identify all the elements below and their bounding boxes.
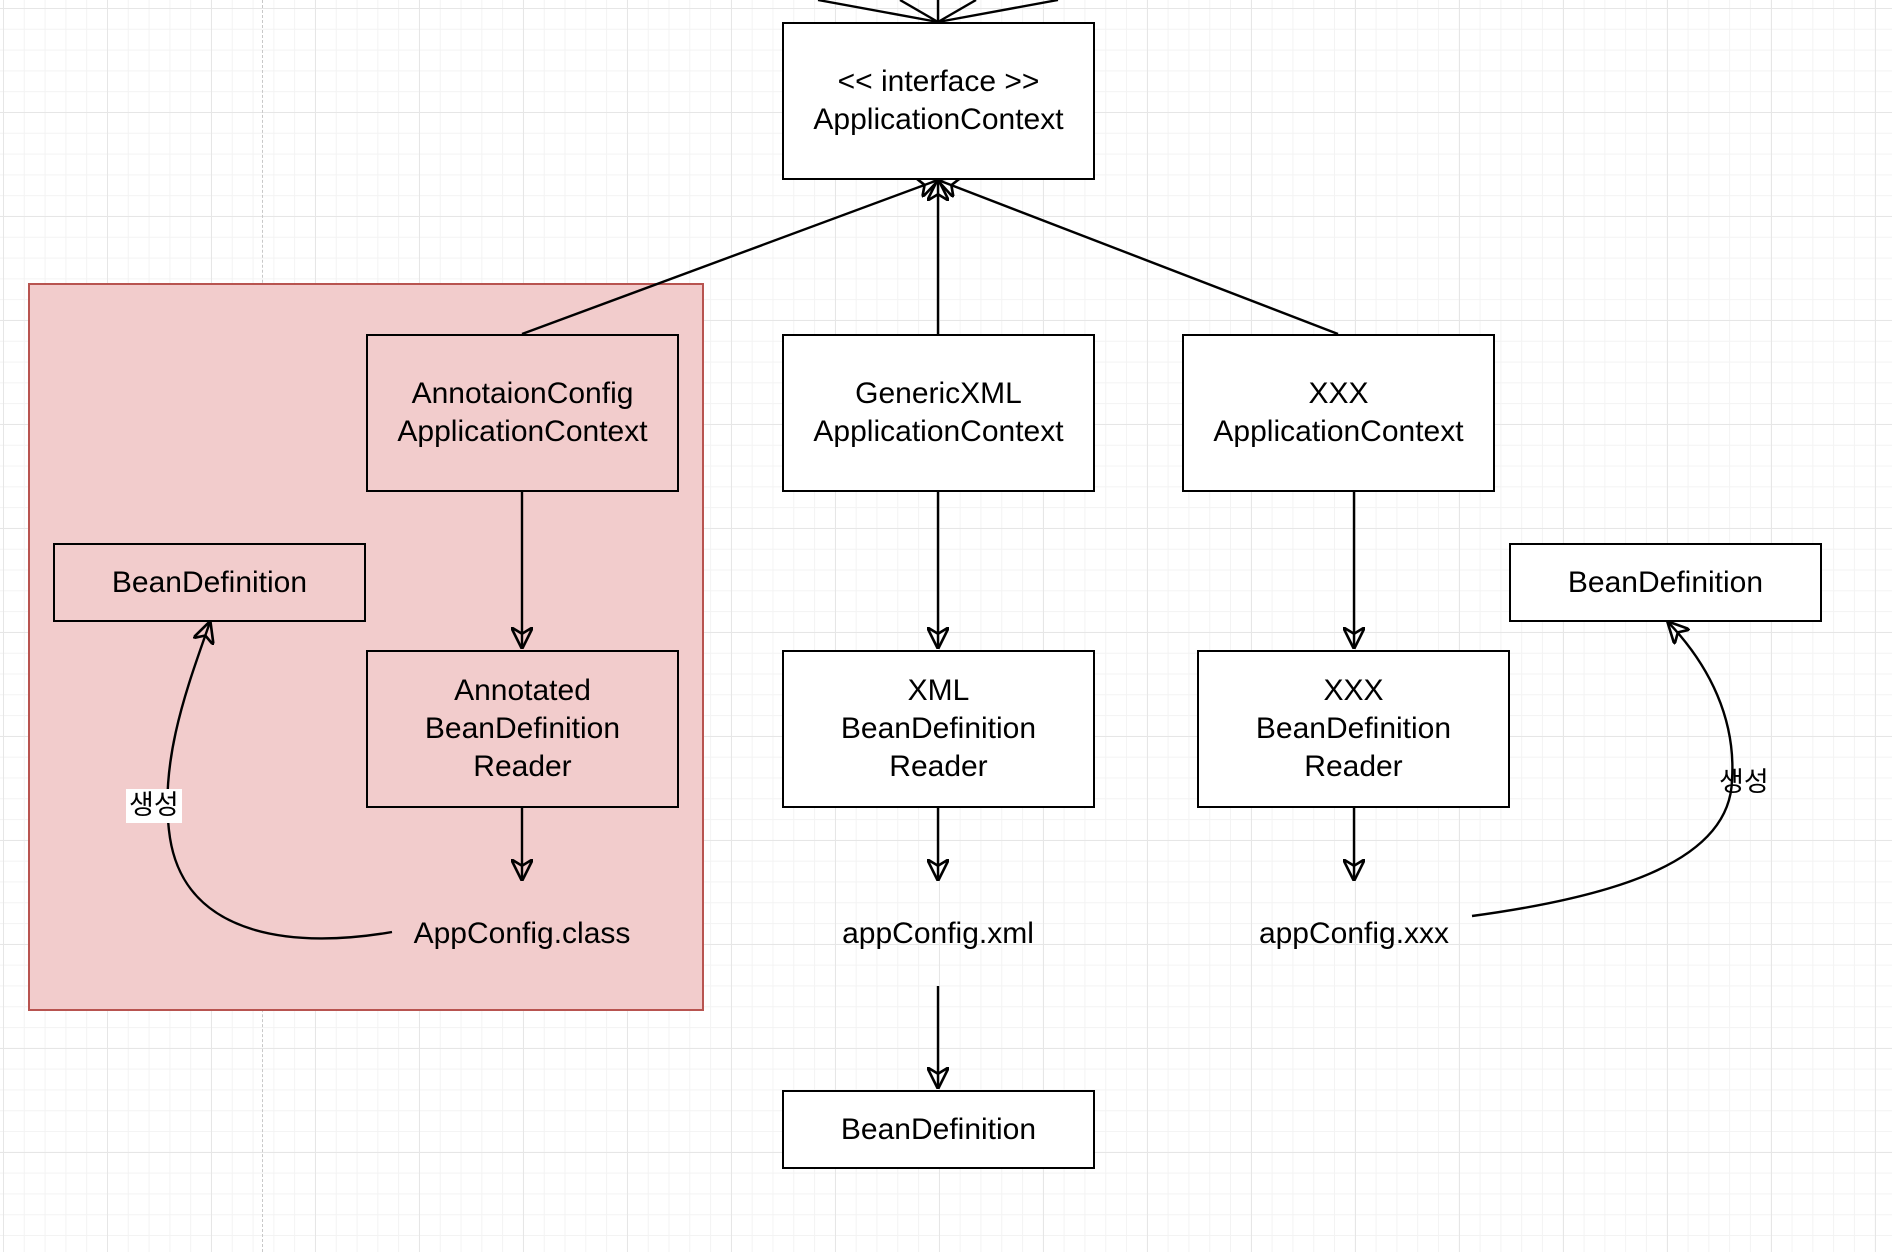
generic-xml-application-context-node[interactable]: GenericXML ApplicationContext bbox=[782, 334, 1095, 492]
incoming-edge-1 bbox=[817, 0, 939, 24]
appconfig-xml-label[interactable]: appConfig.xml bbox=[842, 917, 1034, 950]
application-context-interface-node[interactable]: << interface >> ApplicationContext bbox=[782, 22, 1095, 180]
annotation-config-application-context-node[interactable]: AnnotaionConfig ApplicationContext bbox=[366, 334, 679, 492]
edge-xxx-to-interface bbox=[938, 180, 1339, 336]
edge-annotation-to-interface bbox=[521, 180, 938, 336]
incoming-edge-5 bbox=[937, 0, 1059, 24]
appconfig-class-label[interactable]: AppConfig.class bbox=[413, 917, 631, 950]
edge-create-right bbox=[1471, 622, 1734, 918]
annotated-bean-definition-reader-node[interactable]: Annotated BeanDefinition Reader bbox=[366, 650, 679, 808]
xxx-application-context-node[interactable]: XXX ApplicationContext bbox=[1182, 334, 1495, 492]
appconfig-xxx-label[interactable]: appConfig.xxx bbox=[1258, 917, 1450, 950]
bean-definition-left-node[interactable]: BeanDefinition bbox=[53, 543, 366, 622]
bean-definition-bottom-node[interactable]: BeanDefinition bbox=[782, 1090, 1095, 1169]
create-label-right: 생성 bbox=[1719, 767, 1769, 798]
bean-definition-right-node[interactable]: BeanDefinition bbox=[1509, 543, 1822, 622]
create-label-left: 생성 bbox=[126, 789, 182, 823]
incoming-edge-4 bbox=[937, 0, 977, 24]
xxx-bean-definition-reader-node[interactable]: XXX BeanDefinition Reader bbox=[1197, 650, 1510, 808]
edge-create-left bbox=[166, 622, 393, 940]
xml-bean-definition-reader-node[interactable]: XML BeanDefinition Reader bbox=[782, 650, 1095, 808]
incoming-edge-2 bbox=[899, 0, 939, 24]
